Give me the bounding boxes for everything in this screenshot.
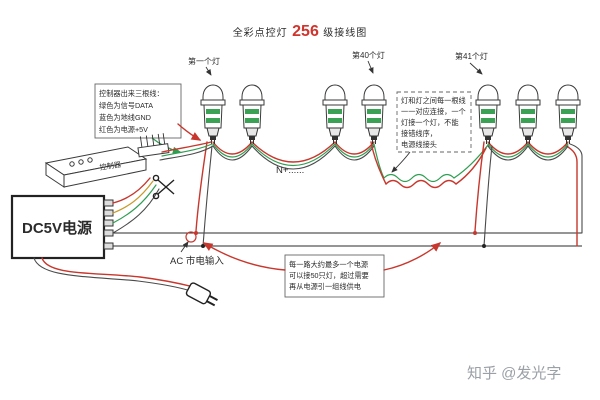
note-inter-lamp: 灯和灯之间每一根线 一一对应连接，一个 灯接一个灯，不能 接错线序， 电源线接头	[391, 91, 472, 173]
led-pixel-bulb-42	[515, 84, 541, 145]
ac-junction-ring	[185, 231, 197, 243]
controller-label: 控制器	[99, 160, 122, 172]
controller-button	[69, 161, 75, 167]
note-controller-line2: 绿色为信号DATA	[99, 101, 153, 110]
led-pixel-bulb-43	[555, 84, 581, 145]
note-interlamp-line1: 灯和灯之间每一根线	[401, 96, 466, 105]
junction-dot	[482, 244, 486, 248]
scissors-icon	[152, 174, 175, 200]
note-interlamp-line2: 一一对应连接，一个	[401, 107, 466, 116]
controller-button	[87, 157, 93, 163]
note-interlamp-line3: 灯接一个灯，不能	[401, 118, 459, 127]
note-controller-line1: 控制器出来三根线：	[99, 89, 164, 98]
lamp-first-label: 第一个灯	[188, 56, 220, 66]
page-title: 全彩点控灯 256 级接线图	[233, 23, 368, 40]
led-pixel-bulb-2	[239, 84, 265, 145]
note-interlamp-line4: 接错线序，	[401, 129, 437, 138]
psu-terminal	[103, 209, 114, 217]
title-number: 256	[292, 23, 319, 40]
note-controller-line4: 红色为电源+5V	[99, 125, 148, 134]
note-controller-wires: 控制器出来三根线： 绿色为信号DATA 蓝色为地线GND 红色为电源+5V	[94, 83, 202, 154]
power-supply-label: DC5V电源	[22, 219, 92, 237]
note-perrun-line2: 可以接50只灯，超过需要	[289, 271, 369, 280]
lamp-row	[200, 84, 581, 145]
note-perrun-line3: 再从电源引一组线供电	[289, 282, 361, 291]
note-power-per-run: 每一路大约最多一个电源 可以接50只灯，超过需要 再从电源引一组线供电	[202, 242, 442, 298]
psu-terminal	[103, 229, 114, 237]
power-drop-wires	[194, 141, 493, 248]
led-pixel-bulb-1	[200, 84, 226, 145]
controller-to-lamp-wires	[159, 141, 214, 161]
junction-dot	[473, 231, 477, 235]
title-prefix: 全彩点控灯	[233, 26, 288, 39]
note-controller-line3: 蓝色为地线GND	[99, 113, 151, 122]
watermark: 知乎 @发光字	[467, 365, 561, 382]
led-pixel-bulb-41	[475, 84, 501, 145]
ac-input: AC 市电输入	[33, 231, 224, 307]
plug-icon	[185, 282, 218, 307]
continuation-squiggle-wires	[370, 141, 489, 189]
lamp-40-label: 第40个灯	[352, 50, 385, 60]
psu-terminal	[103, 199, 114, 207]
title-suffix: 级接线图	[323, 26, 367, 39]
inter-lamp-wires	[212, 141, 569, 170]
junction-dot	[201, 244, 205, 248]
continuation-label: N+......	[276, 165, 304, 176]
psu-terminal	[103, 219, 114, 227]
psu-to-controller-wires	[112, 177, 160, 234]
lamp-41-label: 第41个灯	[455, 51, 488, 61]
power-supply: DC5V电源	[10, 194, 114, 260]
note-interlamp-line5: 电源线接头	[401, 140, 437, 149]
psu-terminal	[103, 242, 114, 250]
controller: 控制器	[44, 133, 170, 188]
controller-button	[78, 159, 84, 165]
led-pixel-bulb-3	[322, 84, 348, 145]
ac-input-label: AC 市电输入	[170, 255, 224, 267]
lamp-labels: 第一个灯 第40个灯 第41个灯	[188, 50, 488, 76]
note-perrun-line1: 每一路大约最多一个电源	[289, 260, 368, 269]
output-connector	[137, 133, 170, 158]
led-pixel-bulb-40	[361, 84, 387, 145]
